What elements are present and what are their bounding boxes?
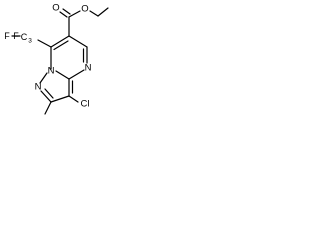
bond-c6-c7-inner — [53, 40, 69, 51]
atom-cl: Cl — [81, 99, 90, 110]
bond-ethyl-1-2 — [97, 7, 109, 17]
atom-f-cf3-left: F — [4, 31, 10, 41]
atom-labels: O O F F C 3 N N N Cl — [4, 3, 91, 110]
atom-o-ester: O — [81, 4, 88, 15]
bond-n7a-n1 — [39, 72, 48, 84]
atom-f-cf3: F — [13, 31, 19, 41]
bond-o-ethyl-1 — [89, 10, 99, 17]
bond-carbonyl-o-double-b — [62, 8, 71, 15]
bond-c3-cl — [68, 95, 79, 103]
bond-n1-c2-inner — [44, 88, 54, 99]
bond-carbonyl-o-ester — [68, 10, 81, 18]
bond-c7-c8 — [68, 35, 88, 48]
bond-c3a-n7a — [55, 70, 70, 80]
bond-n4-c3a — [68, 69, 85, 80]
bond-c6-c7 — [50, 35, 70, 48]
atom-o-carbonyl: O — [52, 3, 59, 14]
atom-n4: N — [85, 63, 92, 74]
bonds — [11, 7, 109, 115]
atom-n7a: N — [48, 66, 55, 77]
atom-c-cf3: C — [21, 32, 28, 42]
atom-cf3-subscript: 3 — [28, 38, 32, 45]
bond-c6-cf3 — [37, 39, 52, 48]
chemical-structure: O O F F C 3 N N N Cl — [4, 3, 109, 115]
bond-carbonyl-o-double-a — [59, 11, 68, 18]
bond-c2-methyl — [44, 101, 52, 115]
atom-n1: N — [35, 82, 42, 93]
bond-c2-c3 — [50, 95, 70, 103]
bond-n1-c2 — [40, 90, 52, 103]
